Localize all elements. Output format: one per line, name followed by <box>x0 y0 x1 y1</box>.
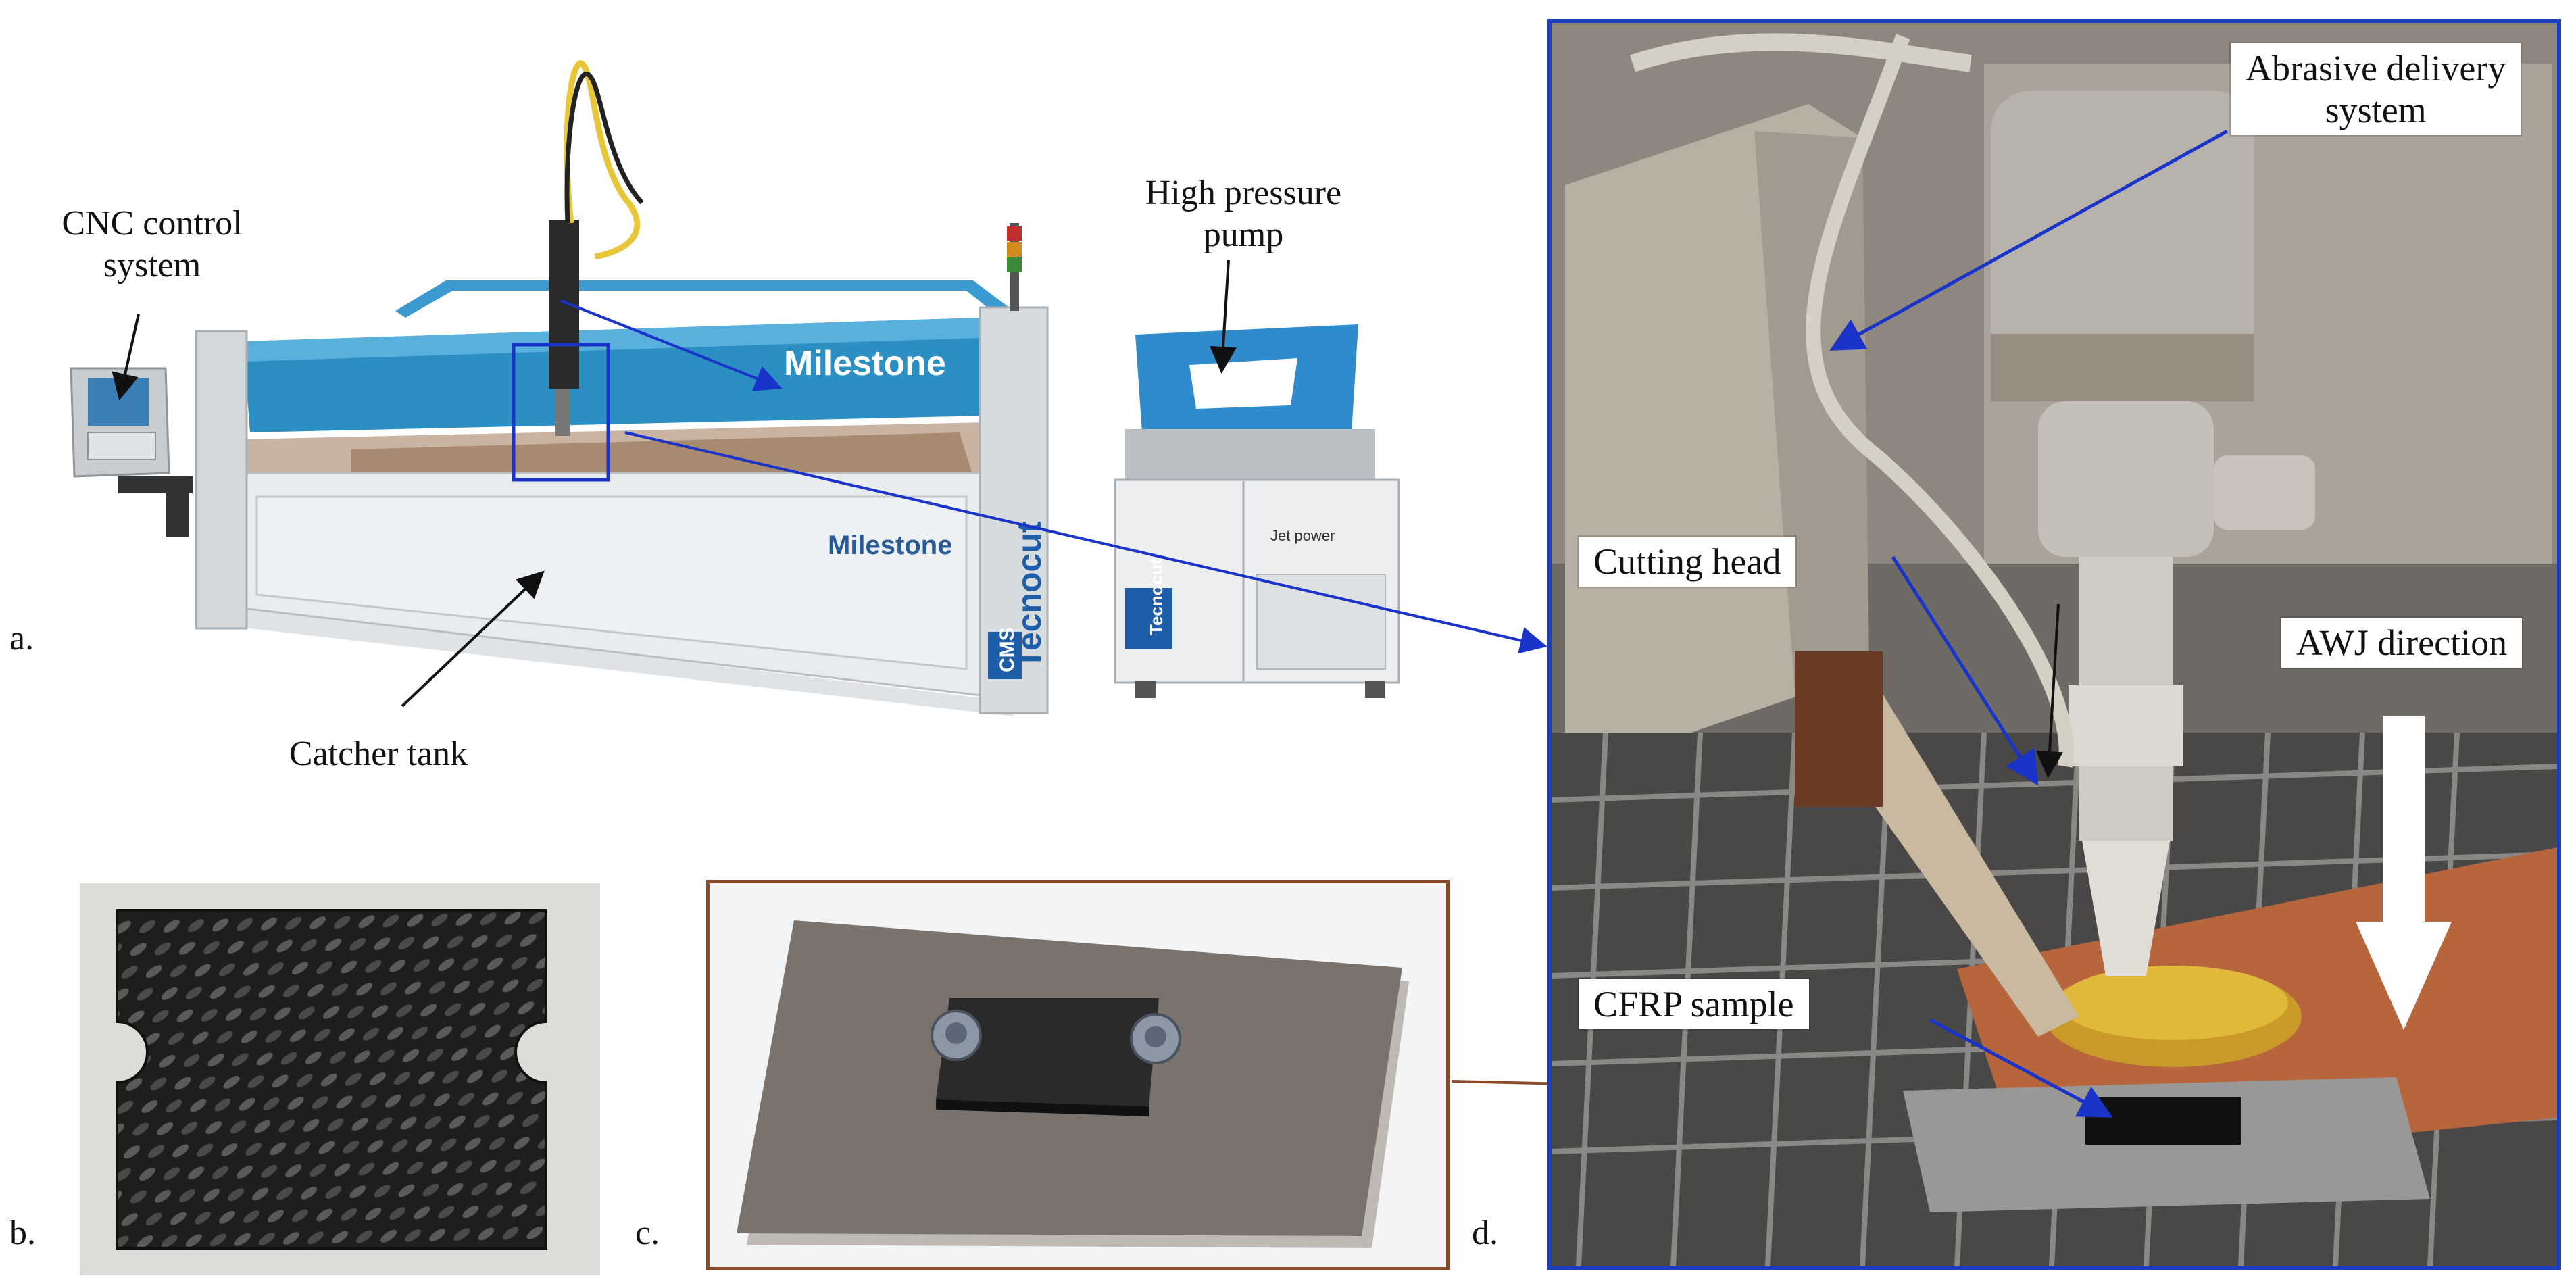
panel-a: Milestone Milestone CMS Tecnocut Tecnocu… <box>0 0 1487 811</box>
callout-abrasive-line1: Abrasive delivery <box>2246 48 2506 89</box>
hose-yellow <box>564 60 641 260</box>
cutting-head-column <box>549 220 579 389</box>
cad-fixture <box>737 920 1409 1248</box>
signal-amber <box>1007 242 1022 257</box>
cfrp-specimen <box>116 909 547 1250</box>
clamp-bolt-left-inner <box>945 1022 967 1044</box>
left-housing-shadow <box>1754 131 1869 692</box>
awj-arrow-head <box>2356 922 2452 1030</box>
arrow-cfrp <box>1929 1018 2113 1118</box>
head-highlight-box <box>512 343 610 482</box>
arrow-abrasive <box>1829 129 2229 351</box>
head-block <box>2038 401 2214 557</box>
clamp-bolt-right-inner <box>1145 1026 1166 1047</box>
head-side-port <box>2214 455 2315 530</box>
hose-black <box>564 72 644 224</box>
cnc-screen <box>88 378 149 426</box>
callout-abrasive-line2: system <box>2325 90 2427 130</box>
gantry-blue-face <box>243 318 981 362</box>
cutting-head-photo <box>1552 23 2557 1266</box>
arrow-cnc <box>112 314 140 401</box>
label-catcher-tank: Catcher tank <box>289 735 468 773</box>
pump-louvre <box>1256 574 1386 670</box>
panel-b-letter: b. <box>9 1214 36 1252</box>
tecnocut-text: Tecnocut <box>1010 521 1048 669</box>
gantry-top-frame <box>395 280 1014 318</box>
head-nozzle-tip <box>2082 841 2170 976</box>
yellow-fixture-top <box>2058 966 2288 1040</box>
brand-gantry: Milestone <box>784 344 946 383</box>
cnc-arm-base <box>166 483 189 537</box>
head-motor-band <box>1991 334 2254 401</box>
callout-abrasive-delivery: Abrasive delivery system <box>2231 43 2521 135</box>
panel-a-letter: a. <box>9 619 34 658</box>
label-pump-line1: High pressure <box>1145 174 1342 212</box>
brand-tank: Milestone <box>828 530 952 560</box>
pump-foot-l <box>1135 681 1156 698</box>
arrow-gantry <box>560 299 783 391</box>
cfrp-sample-side <box>936 1099 1149 1116</box>
pump-brand-text: Tecnocut <box>1146 558 1166 635</box>
arrow-pump <box>1210 259 1237 374</box>
panel-c-letter: c. <box>635 1214 660 1252</box>
panel-d: Abrasive delivery system Cutting head AW… <box>1547 19 2561 1270</box>
pump-hood-cutout <box>1189 358 1297 409</box>
waterjet-machine-illustration: Milestone Milestone CMS Tecnocut Tecnocu… <box>70 60 1400 716</box>
label-cnc-line2: system <box>103 246 201 285</box>
signal-green <box>1007 257 1022 272</box>
awj-arrow-shaft <box>2383 716 2425 925</box>
head-nozzle-ring <box>2069 685 2183 766</box>
panel-d-letter: d. <box>1472 1214 1498 1252</box>
sample-black <box>2085 1097 2241 1145</box>
abrasive-hose <box>1806 34 2074 768</box>
label-pump-line2: pump <box>1203 216 1284 254</box>
arrow-cutting-head <box>1891 555 2039 786</box>
specimen-shape <box>116 909 547 1250</box>
arrow-cutting-head-black <box>2035 603 2063 778</box>
pump-foot-r <box>1365 681 1385 698</box>
top-pipe <box>1629 33 1972 72</box>
left-upright <box>195 330 248 630</box>
cfrp-sample-3d <box>936 998 1159 1106</box>
left-clamp <box>1795 651 1883 807</box>
label-cnc-control: CNC control system <box>27 203 277 287</box>
panel-b <box>80 883 600 1275</box>
callout-awj-direction: AWJ direction <box>2281 618 2523 668</box>
signal-red <box>1007 226 1022 241</box>
pump-deck <box>1125 429 1375 483</box>
arrow-tank <box>401 570 545 708</box>
callout-cutting-head: Cutting head <box>1579 537 1796 587</box>
label-high-pressure-pump: High pressure pump <box>1088 172 1399 256</box>
label-cnc-line1: CNC control <box>61 204 243 243</box>
cutting-head-tip <box>555 389 570 436</box>
cnc-keyboard <box>87 432 156 460</box>
panel-c <box>706 880 1450 1270</box>
head-motor <box>1991 91 2254 401</box>
jetpower-text: Jet power <box>1270 527 1335 544</box>
callout-cfrp-sample: CFRP sample <box>1579 979 1809 1029</box>
